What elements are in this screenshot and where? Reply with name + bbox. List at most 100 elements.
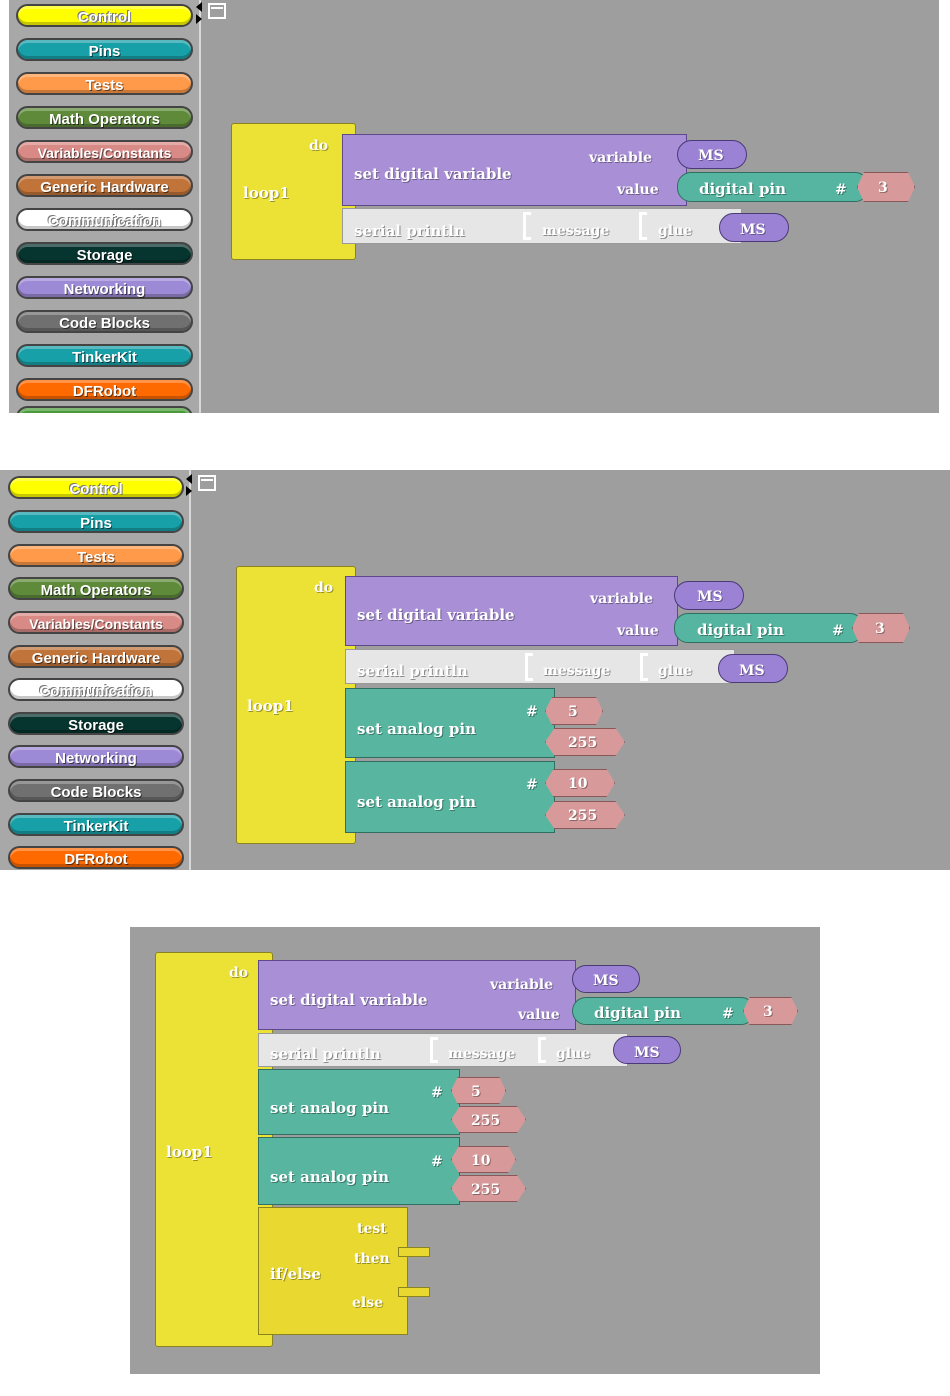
loop-block[interactable]	[155, 952, 273, 1347]
category-control[interactable]: Control	[8, 476, 184, 499]
set-analog-pin-block-2[interactable]	[345, 761, 555, 833]
category-tests[interactable]: Tests	[8, 544, 184, 567]
category-generic-hardware[interactable]: Generic Hardware	[8, 645, 184, 668]
category-pins[interactable]: Pins	[8, 510, 184, 533]
ms-variable-pill[interactable]	[572, 965, 640, 993]
analog-pin-number-1[interactable]	[451, 1077, 506, 1104]
category-networking[interactable]: Networking	[16, 276, 193, 299]
category-tests[interactable]: Tests	[16, 72, 193, 95]
value-socket-label: value	[617, 182, 659, 198]
set-digital-variable-label: set digital variable	[270, 991, 428, 1009]
loop-do-label: do	[314, 580, 334, 596]
analog-pin-number-2[interactable]	[545, 769, 615, 797]
loop-name-label: loop1	[243, 184, 290, 202]
category-math-operators[interactable]: Math Operators	[8, 577, 184, 600]
category-pins[interactable]: Pins	[16, 38, 193, 61]
set-analog-pin-label-1: set analog pin	[270, 1099, 389, 1117]
digital-pin-hash: #	[722, 1006, 734, 1022]
loop-name-label: loop1	[166, 1143, 213, 1161]
digital-pin-number[interactable]	[852, 613, 910, 643]
set-analog-pin-block-2[interactable]	[258, 1137, 460, 1205]
set-digital-variable-block[interactable]	[345, 576, 678, 646]
category-code-blocks[interactable]: Code Blocks	[16, 310, 193, 333]
ms-variable-label: MS	[593, 973, 619, 989]
serial-println-label: serial println	[357, 662, 468, 680]
collapse-left-arrow-icon[interactable]	[186, 474, 192, 484]
digital-pin-number-label: 3	[878, 180, 888, 196]
expand-right-arrow-icon[interactable]	[196, 14, 202, 24]
analog-value-2[interactable]	[451, 1175, 526, 1202]
if-else-block[interactable]	[258, 1207, 408, 1335]
serial-ms-pill[interactable]	[719, 213, 789, 242]
variable-socket-label: variable	[490, 977, 553, 993]
analog-hash-1: #	[526, 704, 538, 720]
category-more[interactable]	[16, 406, 193, 413]
set-analog-pin-block-1[interactable]	[345, 688, 555, 758]
category-math-operators[interactable]: Math Operators	[16, 106, 193, 129]
loop-do-label: do	[229, 965, 249, 981]
serial-ms-pill[interactable]	[718, 654, 788, 683]
loop-block[interactable]	[231, 123, 356, 260]
analog-value-label-1: 255	[471, 1113, 501, 1129]
collapse-left-arrow-icon[interactable]	[196, 2, 202, 12]
variable-socket-label: variable	[590, 591, 653, 607]
digital-pin-number[interactable]	[857, 172, 915, 202]
message-label: message	[448, 1046, 516, 1062]
ms-variable-pill[interactable]	[677, 140, 747, 169]
loop-block[interactable]	[236, 566, 356, 844]
ms-variable-label: MS	[697, 589, 723, 605]
digital-pin-block[interactable]	[677, 172, 869, 202]
category-dfrobot[interactable]: DFRobot	[16, 378, 193, 401]
analog-pin-number-1[interactable]	[545, 697, 603, 725]
serial-ms-label: MS	[740, 222, 766, 238]
category-communication[interactable]: Communication	[8, 678, 184, 701]
digital-pin-label: digital pin	[699, 180, 787, 198]
category-variables-constants[interactable]: Variables/Constants	[16, 140, 193, 163]
serial-ms-pill[interactable]	[613, 1036, 681, 1064]
loop-do-label: do	[309, 138, 329, 154]
category-networking[interactable]: Networking	[8, 745, 184, 768]
analog-value-label-2: 255	[471, 1182, 501, 1198]
category-communication[interactable]: Communication	[16, 208, 193, 231]
value-socket-label: value	[617, 623, 659, 639]
minimize-icon[interactable]	[208, 3, 226, 19]
glue-bracket	[538, 1037, 546, 1063]
expand-right-arrow-icon[interactable]	[186, 486, 192, 496]
category-code-blocks[interactable]: Code Blocks	[8, 779, 184, 802]
category-control[interactable]: Control	[16, 4, 193, 27]
analog-pin-number-2[interactable]	[451, 1146, 516, 1173]
set-analog-pin-block-1[interactable]	[258, 1069, 460, 1135]
if-else-then-socket	[398, 1247, 430, 1257]
serial-println-block[interactable]	[258, 1033, 628, 1067]
category-dfrobot[interactable]: DFRobot	[8, 846, 184, 869]
analog-pin-number-label-1: 5	[471, 1084, 481, 1100]
glue-bracket	[639, 212, 647, 240]
set-digital-variable-block[interactable]	[342, 134, 687, 206]
analog-value-1[interactable]	[545, 728, 625, 756]
serial-println-block[interactable]	[342, 208, 742, 244]
message-bracket	[430, 1037, 438, 1063]
analog-pin-number-label-2: 10	[471, 1153, 491, 1169]
variable-socket-label: variable	[589, 150, 652, 166]
category-tinkerkit[interactable]: TinkerKit	[8, 813, 184, 836]
if-else-else-label: else	[352, 1295, 384, 1311]
loop-name-label: loop1	[247, 697, 294, 715]
analog-value-label-1: 255	[568, 735, 598, 751]
serial-println-block[interactable]	[345, 649, 735, 684]
category-generic-hardware[interactable]: Generic Hardware	[16, 174, 193, 197]
screenshot-panel-2: Control Pins Tests Math Operators Variab…	[0, 470, 950, 870]
category-tinkerkit[interactable]: TinkerKit	[16, 344, 193, 367]
analog-value-1[interactable]	[451, 1106, 526, 1133]
block-palette: Control Pins Tests Math Operators Variab…	[0, 470, 191, 870]
minimize-icon[interactable]	[198, 475, 216, 491]
category-storage[interactable]: Storage	[16, 242, 193, 265]
digital-pin-number[interactable]	[743, 997, 798, 1025]
category-storage[interactable]: Storage	[8, 712, 184, 735]
ms-variable-pill[interactable]	[674, 581, 744, 610]
analog-hash-1: #	[431, 1085, 443, 1101]
digital-pin-number-label: 3	[875, 621, 885, 637]
category-variables-constants[interactable]: Variables/Constants	[8, 611, 184, 634]
set-digital-variable-block[interactable]	[258, 960, 576, 1030]
analog-value-2[interactable]	[545, 801, 625, 829]
glue-bracket	[640, 653, 648, 681]
